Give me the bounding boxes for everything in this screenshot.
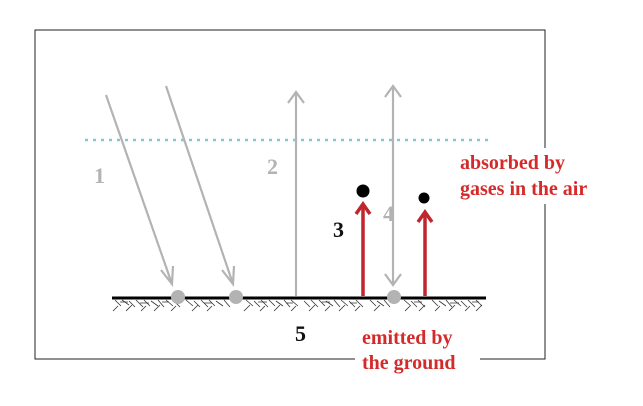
emitted-label-line1: emitted by	[362, 327, 453, 349]
emitted-label-line2: the ground	[362, 352, 456, 374]
arrow-3-red-left	[354, 200, 372, 296]
arrow-2-outgoing	[287, 90, 305, 296]
absorber-dot-right	[418, 192, 430, 204]
ground-emission-point	[387, 290, 401, 304]
label-ground-5: 5	[295, 321, 306, 346]
ground-texture	[112, 299, 483, 312]
arrow-4-double	[384, 84, 402, 287]
arrow-red-right	[416, 208, 434, 296]
emitted-text-bg	[355, 322, 480, 378]
absorption-point-1	[171, 290, 185, 304]
absorption-point-2	[229, 290, 243, 304]
arrow-1-incoming	[104, 94, 175, 287]
absorbed-label-line2: gases in the air	[460, 178, 587, 200]
label-arrow-1: 1	[94, 163, 105, 188]
absorber-dot-left	[356, 184, 370, 198]
absorbed-text-bg	[455, 148, 615, 204]
label-arrow-3: 3	[333, 217, 344, 242]
absorbed-label-line1: absorbed by	[460, 152, 565, 174]
label-arrow-2: 2	[267, 154, 278, 179]
label-arrow-4: 4	[383, 201, 394, 226]
arrow-1b-incoming	[164, 85, 236, 287]
